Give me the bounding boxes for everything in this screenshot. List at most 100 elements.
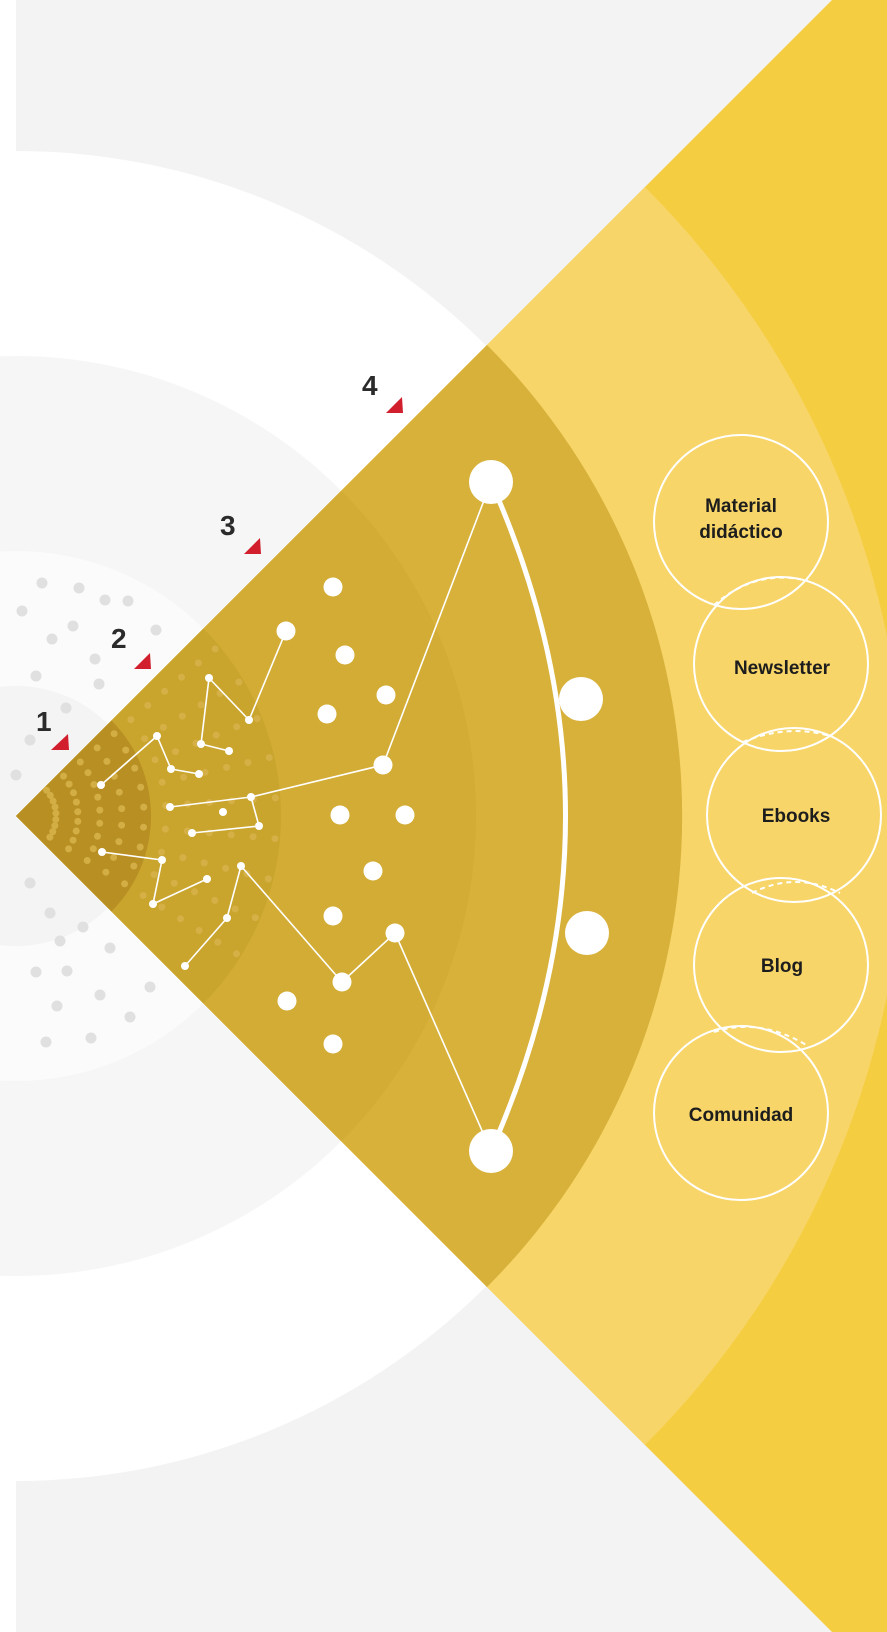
tiny-dot [136, 843, 144, 851]
gold-band-core [16, 551, 281, 1081]
grey-dot [73, 582, 85, 594]
red-triangle-marker-4 [386, 397, 403, 413]
network-line [200, 677, 210, 745]
network-line [226, 865, 242, 919]
free-dot [335, 645, 355, 665]
grey-dot [99, 594, 111, 606]
tiny-dot [140, 823, 147, 831]
channel-label-material: Material [705, 496, 777, 517]
network-line [250, 796, 260, 827]
arc-node [559, 677, 603, 721]
tiny-dot [191, 888, 199, 896]
tiny-dot [130, 862, 138, 870]
tiny-dot [194, 659, 202, 667]
network-line [200, 743, 230, 752]
tiny-dot [211, 896, 219, 904]
network-node [245, 716, 253, 724]
tiny-dot [197, 701, 205, 709]
network-line [250, 764, 384, 798]
network-line [208, 677, 250, 721]
tiny-dot [179, 854, 187, 862]
network-node [149, 900, 157, 908]
red-triangle-marker-3 [244, 538, 261, 554]
grey-dot [24, 734, 36, 746]
overlap-dashed-3 [751, 881, 841, 894]
tiny-dot [144, 701, 152, 709]
gold-band-center [16, 681, 151, 951]
free-dot [376, 685, 396, 705]
tiny-dot [93, 744, 101, 752]
stage-marker-4: 4 [362, 370, 403, 413]
network-node [247, 793, 255, 801]
channel-circle-material-didactico [653, 434, 829, 610]
channel-label-blog: Blog [761, 956, 803, 977]
grey-dot [60, 702, 72, 714]
tiny-dot [216, 689, 224, 697]
stage-number-1: 1 [36, 706, 52, 737]
network-line [152, 878, 208, 905]
tiny-dot [172, 748, 179, 756]
tiny-dot [51, 822, 59, 830]
tiny-dot [251, 914, 259, 922]
tiny-dot [151, 756, 159, 764]
tiny-dot [49, 797, 57, 805]
tiny-dot [72, 827, 80, 835]
tiny-dot [65, 780, 73, 788]
network-node [219, 808, 227, 816]
network-node [195, 770, 203, 778]
channel-label-didactico: didáctico [699, 522, 782, 543]
tiny-dot [76, 758, 84, 766]
tiny-dot [139, 892, 147, 899]
tiny-dot [94, 832, 101, 840]
tiny-dot [170, 879, 178, 887]
tiny-dot [158, 778, 166, 786]
tiny-dot [235, 678, 243, 686]
free-dot [330, 805, 350, 825]
stage-number-2: 2 [111, 623, 127, 654]
tiny-dot [69, 836, 77, 844]
network-node [167, 765, 175, 773]
tiny-dot [118, 805, 126, 813]
tiny-dot [90, 781, 98, 788]
free-dot [317, 704, 337, 724]
tiny-dot [96, 806, 104, 814]
free-dot [323, 577, 343, 597]
network-node [237, 862, 245, 870]
tiny-dot [137, 783, 145, 791]
network-node [188, 829, 196, 837]
tiny-dot [49, 828, 57, 836]
tiny-dot [131, 764, 139, 772]
network-node [373, 755, 393, 775]
tiny-dot [43, 786, 51, 794]
tiny-dot [110, 853, 118, 861]
tiny-dot [46, 833, 54, 841]
tiny-dot [212, 731, 220, 739]
grey-dot [85, 1032, 97, 1044]
grey-dot [89, 653, 101, 665]
tiny-dot [115, 838, 123, 846]
network-line [240, 865, 343, 983]
tiny-dot [233, 950, 240, 958]
network-node [225, 747, 233, 755]
tiny-dot [127, 716, 135, 724]
free-dot [363, 861, 383, 881]
network-node [223, 914, 231, 922]
network-node [166, 803, 174, 811]
tiny-dot [211, 645, 219, 653]
grey-dot [94, 989, 106, 1001]
grey-dot [46, 633, 58, 645]
network-nodes [97, 460, 609, 1173]
network-lines [100, 481, 492, 1152]
tiny-dot [70, 789, 77, 797]
tiny-dot [74, 808, 82, 816]
grey-dot-field [10, 577, 162, 1048]
tiny-dot [46, 791, 54, 799]
network-line [248, 630, 287, 721]
network-node [385, 923, 405, 943]
tiny-dot [253, 715, 261, 723]
tiny-dot [265, 754, 273, 761]
grey-dot [44, 907, 56, 919]
network-line [152, 859, 163, 905]
channel-overlaps [713, 576, 841, 1047]
tiny-dot [222, 864, 230, 872]
